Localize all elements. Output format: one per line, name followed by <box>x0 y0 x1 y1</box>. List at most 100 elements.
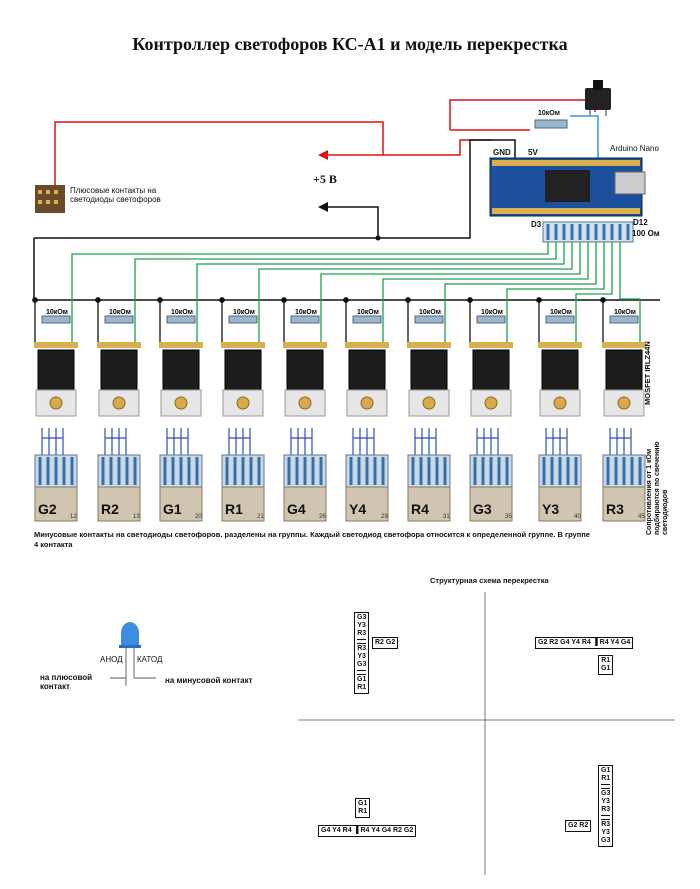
screw-icon <box>617 396 631 410</box>
group-number: 13 <box>133 514 140 520</box>
gnd-arrow <box>318 202 328 212</box>
mosfet-pins <box>407 342 451 348</box>
mosfet-pins <box>159 342 203 348</box>
signal-label: G3 <box>601 837 611 844</box>
group-connector <box>538 486 582 522</box>
screw-icon <box>360 396 374 410</box>
plus-5v-label: +5 В <box>313 172 337 186</box>
group-connector <box>34 486 78 522</box>
gnd-label: GND <box>493 148 511 157</box>
mosfet-pins <box>345 342 389 348</box>
group-number: 45 <box>638 514 645 520</box>
resistor-10k <box>352 315 382 324</box>
mosfet-body <box>37 349 75 391</box>
plus-arrow <box>318 150 328 160</box>
group-label: R3 <box>606 501 624 517</box>
group-label: R2 <box>101 501 119 517</box>
resistor-10k-label: 10кОм <box>233 309 255 316</box>
screw-icon <box>298 396 312 410</box>
signal-label: R3 <box>601 806 611 813</box>
resistor-10k <box>476 315 506 324</box>
arduino-nano-board <box>489 157 646 217</box>
mosfet-label: MOSFET IRLZ44N <box>643 341 652 405</box>
intersection-axes <box>298 592 675 875</box>
resistor-array-100 <box>542 221 634 243</box>
mosfet-pins <box>283 342 327 348</box>
group-connector <box>283 486 327 522</box>
resistor-10k-label: 10кОм <box>614 309 636 316</box>
led-icon <box>119 622 141 686</box>
mosfet-body <box>224 349 262 391</box>
signal-label: R3 <box>357 645 367 652</box>
resistor-10k-label: 10кОм <box>109 309 131 316</box>
v5-label: 5V <box>528 148 538 157</box>
group-number: 21 <box>257 514 264 520</box>
group-label: G1 <box>163 501 182 517</box>
screw-icon <box>174 396 188 410</box>
group-label: G3 <box>473 501 492 517</box>
group-number: 26 <box>319 514 326 520</box>
arduino-label: Arduino Nano <box>610 144 659 153</box>
group-connector <box>221 486 265 522</box>
mosfet-pins <box>34 342 78 348</box>
signal-label <box>601 815 611 820</box>
cathode-label: КАТОД <box>137 655 163 664</box>
group-label: Y3 <box>542 501 559 517</box>
group-connector <box>602 486 646 522</box>
group-connector <box>345 486 389 522</box>
group-label: R1 <box>225 501 243 517</box>
signal-row: G4 Y4 R4 ▐ R4 Y4 G4 R2 G2 <box>318 825 417 837</box>
group-connector <box>407 486 451 522</box>
mosfet-pins <box>97 342 141 348</box>
resistor-10k <box>228 315 258 324</box>
r100-label: 100 Ом <box>632 229 660 238</box>
group-label: R4 <box>411 501 429 517</box>
group-connector <box>97 486 141 522</box>
anode-label: АНОД <box>100 655 123 664</box>
resistor-10k <box>290 315 320 324</box>
r10k-top-label: 10кОм <box>538 110 560 117</box>
page-title: Контроллер светофоров КС-А1 и модель пер… <box>132 34 568 54</box>
signal-label: G3 <box>601 790 611 797</box>
signal-label: R1 <box>357 684 367 691</box>
signal-label: G1 <box>601 767 611 774</box>
screw-icon <box>422 396 436 410</box>
signal-label: Y3 <box>601 798 610 805</box>
signal-label: G1 <box>357 676 367 683</box>
mosfet-pins <box>469 342 513 348</box>
group-number: 12 <box>70 514 77 520</box>
signal-label: R3 <box>601 821 611 828</box>
mosfet-body <box>100 349 138 391</box>
signal-row: G2 R2 G4 Y4 R4 ▐ R4 Y4 G4 <box>535 637 634 649</box>
signal-label: Y3 <box>601 829 610 836</box>
plus-contacts-connector <box>35 185 65 213</box>
screw-icon <box>484 396 498 410</box>
resistors-note: Сопротивления от 1 кОм подбираются по св… <box>646 441 669 535</box>
group-connector <box>159 486 203 522</box>
resistor-10k-label: 10кОм <box>419 309 441 316</box>
screw-icon <box>112 396 126 410</box>
group-connector <box>469 486 513 522</box>
screw-icon <box>553 396 567 410</box>
signal-row: R2 G2 <box>372 637 399 649</box>
resistor-10k <box>545 315 575 324</box>
signal-label: Y3 <box>357 653 366 660</box>
resistor-10k <box>414 315 444 324</box>
resistor-10k <box>609 315 639 324</box>
signal-label: R1 <box>601 775 611 782</box>
push-button-icon <box>585 80 611 116</box>
screw-icon <box>236 396 250 410</box>
group-label: G4 <box>287 501 306 517</box>
mosfet-body <box>472 349 510 391</box>
